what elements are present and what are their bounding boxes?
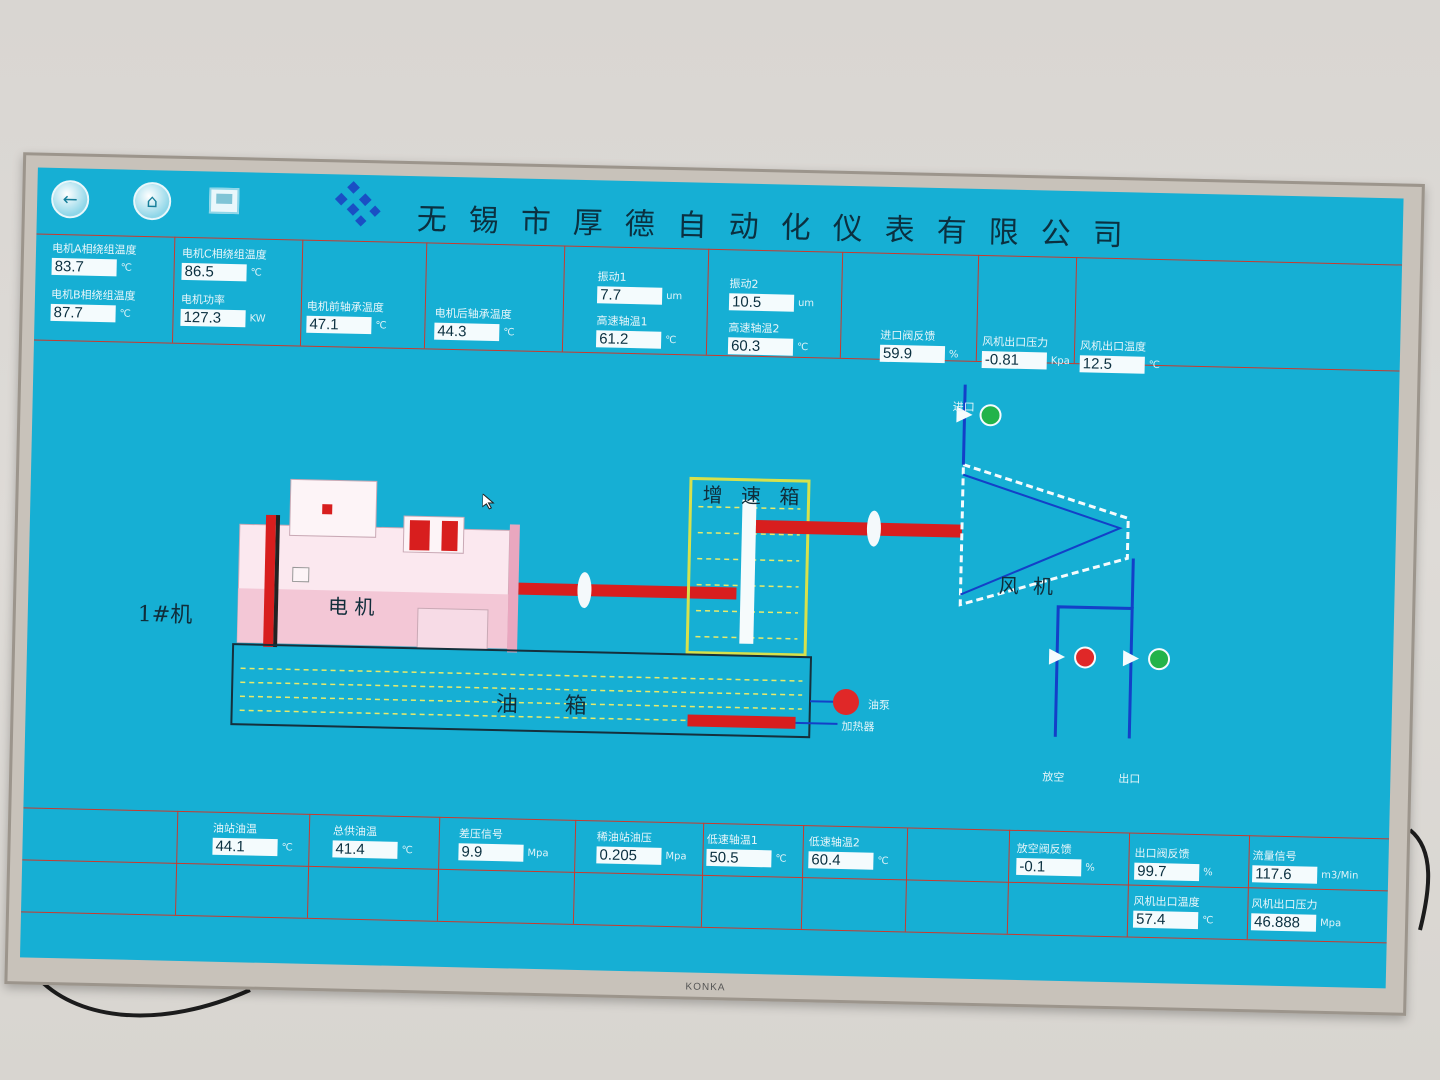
tv-bezel: KONKA ← ⌂ 无锡市厚德自动化仪表有限公司 [4,152,1425,1016]
return-oil-temp: 总供油温 41.4℃ [332,824,413,859]
motor-front-bearing-temp: 电机前轴承温度 47.1℃ [306,299,387,335]
oil-pump-icon[interactable] [832,689,860,716]
unit-name: 1#机 [137,601,193,629]
hmi-screen: ← ⌂ 无锡市厚德自动化仪表有限公司 [19,167,1404,989]
motor-rear-bearing-temp: 电机后轴承温度 44.3℃ [434,306,515,342]
gearbox-label: 增 速 箱 [702,482,806,510]
inlet-valve-feedback: 进口阀反馈 59.9% [879,328,959,364]
home-icon: ⌂ [146,190,159,212]
back-button[interactable]: ← [50,179,90,219]
motor-label: 电 机 [327,594,375,620]
motor-a-winding-temp: 电机A相绕组温度 83.7℃ [51,241,137,277]
home-button[interactable]: ⌂ [132,181,172,221]
company-logo-icon [334,181,381,227]
fan-outlet-temp-2: 风机出口温度 57.4℃ [1132,894,1214,930]
inlet-label: 进口 [952,400,975,414]
oil-tank-label: 油 箱 [495,692,608,720]
outlet-label: 出口 [1118,772,1141,786]
outlet-valve[interactable] [1122,648,1171,671]
motor-shaft [518,582,737,600]
side-cable [1408,828,1431,931]
motor-b-winding-temp: 电机B相绕组温度 87.7℃ [50,287,136,323]
process-diagram [230,384,1171,739]
high-speed-bearing-temp-1: 高速轴温1 61.2℃ [595,314,677,349]
vent-label: 放空 [1042,770,1065,785]
high-speed-bearing-temp-2: 高速轴温2 60.3℃ [727,321,809,356]
low-speed-bearing-temp-2: 低速轴温2 60.4℃ [808,835,889,870]
fan [958,462,1130,607]
low-speed-bearing-temp-1: 低速轴温1 50.5℃ [706,832,787,868]
inlet-valve[interactable] [956,404,1002,427]
oil-station-temp: 油站油温 44.1℃ [212,821,293,857]
coupling-1 [577,572,592,609]
outlet-valve-feedback: 出口阀反馈 99.7% [1134,846,1213,882]
vent-valve[interactable] [1048,646,1097,669]
coupling-2 [866,510,881,547]
vent-valve-feedback: 放空阀反馈 -0.1% [1016,841,1095,877]
pump-label: 油泵 [867,698,891,713]
heater-label: 加热器 [841,719,875,734]
monitor-icon [216,193,233,204]
oil-tank [230,643,813,739]
fan-label: 风 机 [998,573,1058,599]
motor-c-winding-temp: 电机C相绕组温度 86.5℃ [181,246,267,282]
mouse-cursor-icon [482,493,495,510]
pipes [961,384,1135,739]
gearbox [685,476,811,657]
monitor-button[interactable] [208,187,240,215]
motor [236,478,520,653]
back-arrow-icon: ← [62,188,78,210]
tv-power-cable [38,978,251,1018]
fan-shaft [755,519,963,538]
